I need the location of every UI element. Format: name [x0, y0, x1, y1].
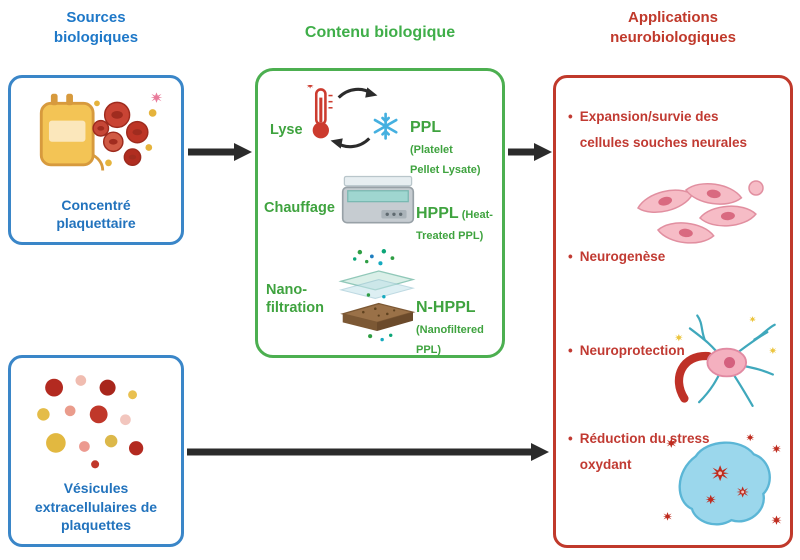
application-item-expansion: • Expansion/survie des cellules souches …: [568, 104, 782, 155]
lyse-freeze-thaw-icon: [306, 85, 398, 149]
vesicles-icon: [37, 375, 144, 469]
ros-star-icon: [666, 438, 677, 448]
applications-box: • Expansion/survie des cellules souches …: [553, 75, 793, 548]
bullet: •: [568, 249, 573, 264]
product-nhppl: N-HPPL (Nanofiltered PPL): [416, 277, 504, 360]
extracellular-vesicles-label: Vésicules extracellulaires de plaquettes: [34, 480, 158, 533]
water-bath-icon: [341, 175, 415, 224]
application-item-stress-oxydant: • Réduction du stress oxydant: [568, 426, 782, 477]
application-item-neurogenese: • Neurogenèse: [568, 244, 782, 270]
thermometer-icon: [306, 85, 333, 139]
arrow-sources-to-content: [188, 143, 252, 161]
ros-star-icon: [771, 444, 782, 454]
sparkle-icon: [768, 347, 777, 355]
step-lyse-label: Lyse: [270, 122, 303, 138]
ros-star-icon: [746, 433, 755, 442]
oxidative-stress-cell-icon: [662, 433, 782, 526]
sparkle-icon: [674, 333, 683, 342]
arrow-content-to-applications: [508, 143, 552, 161]
filtered-particles-top: [353, 249, 395, 266]
nanofilter-icon: [338, 249, 416, 342]
arrow-vesicles-to-applications: [187, 443, 549, 461]
snowflake-icon: [373, 112, 398, 140]
content-header: Contenu biologique: [304, 24, 456, 41]
neural-stem-cells-icon: [634, 174, 774, 254]
sparkle-icon: [749, 316, 757, 323]
blood-bag-icon: [39, 92, 163, 171]
product-nhppl-name: N-HPPL: [416, 298, 476, 316]
blood-vessel: [674, 351, 713, 403]
freeze-thaw-cycle-arrows: [330, 87, 378, 149]
product-hppl-detail: (Heat- Treated PPL): [416, 208, 493, 242]
product-nhppl-detail: (Nanofiltered PPL): [416, 323, 484, 357]
bullet: •: [568, 431, 573, 446]
sources-header: Sources biologiques: [53, 9, 139, 47]
filter-membrane-slab: [340, 302, 416, 331]
product-ppl: PPL (Platelet Pellet Lysate): [410, 97, 498, 180]
product-ppl-name: PPL: [410, 118, 442, 136]
step-nanofiltration-label: Nano- filtration: [266, 282, 324, 317]
biological-content-box: Lyse: [255, 68, 505, 358]
ros-star-icon: [771, 515, 782, 525]
applications-header: Applications neurobiologiques: [610, 9, 736, 47]
cell-body: [678, 441, 771, 526]
platelet-concentrate-label: Concentré plaquettaire: [56, 196, 136, 231]
platelet-dots: [94, 100, 157, 167]
red-blood-cells: [92, 101, 149, 166]
step-chauffage-label: Chauffage: [264, 200, 335, 216]
product-ppl-detail: (Platelet Pellet Lysate): [410, 143, 481, 177]
platelet-concentrate-box: Concentré plaquettaire: [8, 75, 184, 245]
ros-star-icon: [662, 512, 673, 521]
neuron-icon: [674, 314, 777, 407]
bullet: •: [568, 109, 573, 124]
application-item-neuroprotection: • Neuroprotection: [568, 338, 782, 364]
nucleus: [724, 357, 736, 369]
product-hppl-name: HPPL: [416, 204, 459, 222]
product-hppl: HPPL (Heat- Treated PPL): [416, 183, 504, 245]
extracellular-vesicles-box: Vésicules extracellulaires de plaquettes: [8, 355, 184, 547]
bullet: •: [568, 343, 573, 358]
pink-burst-icon: [150, 92, 163, 103]
